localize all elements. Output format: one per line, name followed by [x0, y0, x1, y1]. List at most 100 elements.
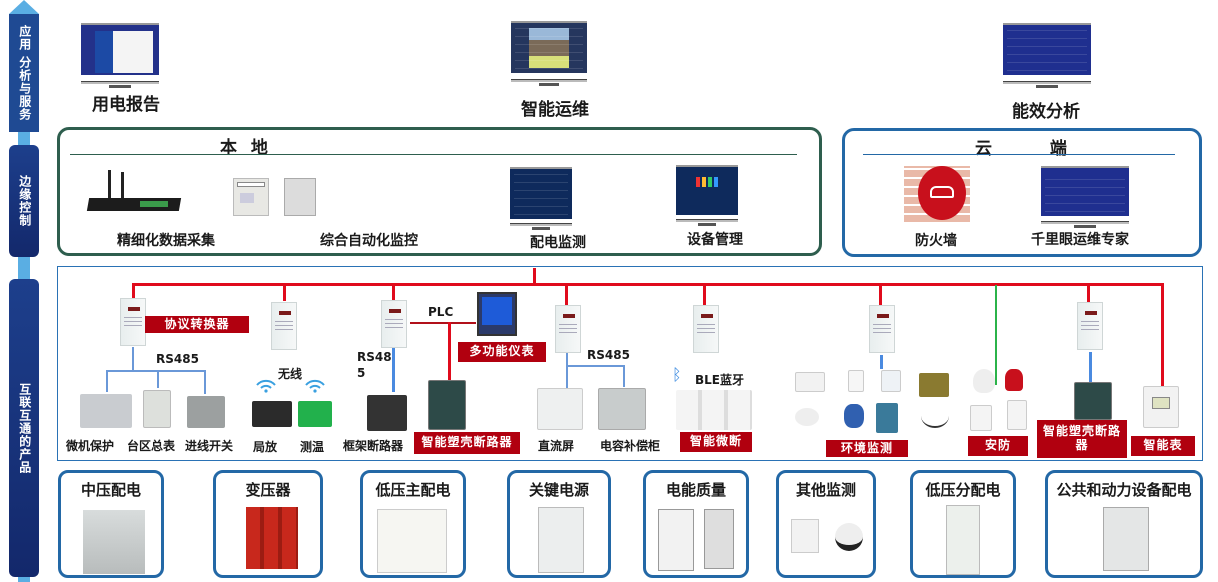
link-label-wireless: 无线: [278, 367, 303, 381]
power-quality-cabinet-icon: [704, 509, 734, 569]
local-label-data: 精细化数据采集: [117, 233, 215, 249]
data-gateway-icon: [86, 170, 182, 216]
rs485-gateway-device: [555, 305, 581, 353]
category-card[interactable]: 变压器: [213, 470, 323, 578]
protocol-converter-device: [120, 298, 146, 346]
category-card[interactable]: 公共和动力设备配电: [1045, 470, 1203, 578]
plc-gateway-device: [381, 300, 407, 348]
dome-camera-icon: [835, 523, 863, 551]
tag-smart-mccb: 智能塑壳断路器: [414, 432, 520, 454]
device-label-incoming-switch: 进线开关: [185, 439, 234, 453]
rs485-link: [566, 353, 568, 389]
category-card[interactable]: 中压配电: [58, 470, 164, 578]
rs485-link: [204, 370, 206, 394]
link-label-rs485-c: RS485: [587, 348, 630, 362]
wifi-icon: [256, 379, 276, 393]
local-divider: [70, 154, 797, 155]
capacitor-cabinet-device: [598, 388, 646, 430]
report-screen-icon: [81, 23, 159, 88]
link-label-plc: PLC: [428, 305, 454, 319]
tag-security: 安防: [968, 436, 1028, 456]
device-dashboard-icon: [676, 165, 738, 227]
local-label-distribution: 配电监测: [530, 235, 586, 251]
ops-3d-screen-icon: [511, 21, 587, 86]
tag-multi-meter: 多功能仪表: [458, 342, 546, 362]
lv-distribution-cabinet-icon: [946, 505, 980, 575]
pir-sensor-device: [1007, 400, 1027, 430]
iot-network-frame: [57, 266, 1203, 461]
tag-smart-meter: 智能表: [1131, 436, 1195, 456]
fan-device: [844, 404, 864, 428]
category-card[interactable]: 低压主配电: [360, 470, 466, 578]
sensor-display-icon: [791, 519, 819, 553]
category-title: 公共和动力设备配电: [1056, 481, 1192, 499]
rs485-link: [106, 370, 108, 392]
bluetooth-icon: ᛒ: [672, 365, 682, 384]
device-label-capacitor: 电容补偿柜: [600, 439, 661, 453]
distribution-dashboard-icon: [510, 167, 572, 230]
rs485-link: [106, 370, 206, 372]
env-gateway-device: [869, 305, 895, 353]
cloud-title: 云 端: [975, 139, 1093, 159]
cloud-label-firewall: 防火墙: [915, 233, 957, 249]
thermostat-device: [795, 372, 825, 392]
device-label-frame-breaker: 框架断路器: [343, 439, 404, 453]
firewall-icon: [904, 166, 970, 222]
smart-mccb-device-2: [1074, 382, 1112, 420]
mv-switchgear-icon: [83, 510, 145, 574]
category-title: 低压分配电: [925, 481, 1001, 499]
area-meter-device: [143, 390, 171, 428]
category-card[interactable]: 低压分配电: [910, 470, 1016, 578]
rs485-link: [157, 370, 159, 388]
smoke-detector-device: [795, 408, 819, 426]
category-card[interactable]: 关键电源: [507, 470, 611, 578]
bus-drop: [1087, 283, 1090, 305]
rs485-link: [392, 348, 395, 392]
link-label-rs485-b: RS48 5: [357, 350, 392, 380]
category-title: 其他监测: [795, 481, 856, 499]
plc-link: [410, 322, 476, 324]
category-card[interactable]: 其他监测: [776, 470, 876, 578]
rs485-link: [623, 365, 625, 387]
relay-protection-device: [80, 394, 132, 428]
local-label-automation: 综合自动化监控: [320, 233, 418, 249]
energy-dashboard-icon: [1003, 23, 1091, 88]
cloud-divider: [863, 154, 1175, 155]
partial-discharge-device: [252, 401, 292, 427]
tag-env-monitor: 环境监测: [826, 440, 908, 457]
env-link: [880, 355, 883, 369]
category-card[interactable]: 电能质量: [643, 470, 749, 578]
gas-detector-device: [919, 373, 949, 397]
tag-smart-mccb-2: 智能塑壳断路器: [1037, 420, 1127, 458]
camera-device: [973, 369, 995, 393]
humidity-sensor-device: [848, 370, 864, 392]
tag-protocol-converter: 协议转换器: [145, 316, 249, 333]
frame-breaker-device: [367, 395, 407, 431]
temperature-sensor-device: [298, 401, 332, 427]
dc-panel-device: [537, 388, 583, 430]
probe-sensor-device: [921, 404, 949, 428]
automation-controller-icon: [233, 178, 269, 216]
power-quality-cabinet-icon: [658, 509, 694, 571]
ble-gateway-device: [693, 305, 719, 353]
device-label-partial-discharge: 局放: [253, 440, 278, 454]
incoming-switch-device: [187, 396, 225, 428]
smart-meter-device: [1143, 386, 1179, 428]
security-link-line: [995, 285, 997, 385]
mccb-gateway-device: [1077, 302, 1103, 350]
category-title: 中压配电: [80, 481, 141, 499]
bus-drop: [132, 283, 135, 298]
category-title: 变压器: [245, 481, 291, 499]
category-title: 关键电源: [528, 481, 589, 499]
device-label-temp: 测温: [300, 440, 325, 454]
tag-smart-mcb: 智能微断: [680, 432, 752, 452]
device-label-relay-protection: 微机保护: [66, 439, 115, 453]
app-label-report: 用电报告: [92, 95, 160, 115]
up-arrow-icon: [9, 0, 39, 14]
rs485-link: [566, 365, 624, 367]
local-label-device: 设备管理: [687, 232, 743, 248]
bus-drop: [879, 283, 882, 305]
link-label-ble: BLE蓝牙: [695, 373, 744, 387]
pump-sensor-device: [876, 403, 898, 433]
main-bus-line: [132, 283, 1164, 286]
